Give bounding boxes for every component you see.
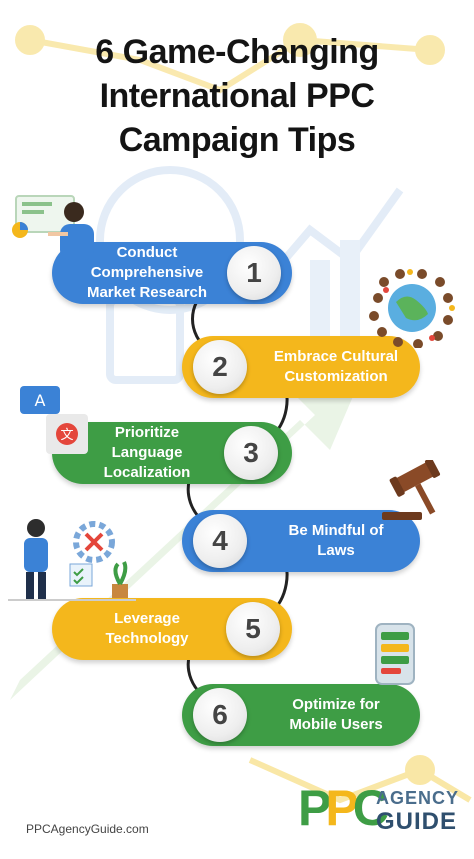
tip-3-text: Prioritize Language Localization	[72, 422, 222, 484]
market-research-illustration	[12, 195, 94, 260]
globe-people-illustration	[369, 269, 455, 348]
logo-agency-text: AGENCY	[376, 788, 460, 808]
tip-3-line1: Prioritize	[114, 424, 180, 441]
network-decoration-top	[15, 23, 445, 94]
tip-1-line2: Comprehensive	[90, 264, 204, 281]
title-line-2: International PPC	[99, 77, 375, 115]
translation-glyph-wen: 文	[60, 428, 73, 443]
mobile-phone-illustration	[375, 623, 415, 685]
tip-5-text: Leverage Technology	[72, 598, 222, 660]
title-line-3: Campaign Tips	[118, 121, 356, 159]
website-url: PPCAgencyGuide.com	[26, 822, 149, 836]
tip-1-line3: Market Research	[86, 284, 208, 301]
tip-6-line1: Optimize for	[292, 696, 380, 713]
ppc-agency-guide-logo: PPC AGENCY GUIDE	[298, 778, 458, 838]
tip-3-line3: Localization	[103, 464, 191, 481]
tip-6-number: 6	[193, 688, 247, 742]
gavel-icon	[382, 460, 441, 520]
network-decoration-bottom	[248, 755, 472, 804]
tip-2-number: 2	[193, 340, 247, 394]
tip-5-line2: Technology	[105, 630, 189, 647]
tip-1-number: 1	[227, 246, 281, 300]
infographic-title: 6 Game-Changing International PPC Campai…	[0, 30, 474, 162]
tip-4-text: Be Mindful of Laws	[256, 510, 416, 572]
tip-2-text: Embrace Cultural Customization	[256, 336, 416, 398]
tip-2-line2: Customization	[284, 368, 388, 385]
logo-guide-text: GUIDE	[376, 808, 458, 835]
logo-ppc-mark: PPC	[298, 780, 389, 836]
tip-1-line1: Conduct	[116, 244, 178, 261]
translation-illustration: A 文	[20, 386, 88, 454]
tip-5-line1: Leverage	[114, 610, 180, 627]
technology-illustration	[8, 519, 136, 601]
tip-6-text: Optimize for Mobile Users	[256, 684, 416, 746]
tip-4-number: 4	[193, 514, 247, 568]
tip-4-line1: Be Mindful of	[288, 522, 384, 539]
tip-2-line1: Embrace Cultural	[273, 348, 399, 365]
title-line-1: 6 Game-Changing	[95, 33, 379, 71]
tip-1-text: Conduct Comprehensive Market Research	[62, 242, 232, 304]
tip-4-line2: Laws	[317, 542, 355, 559]
tip-5-number: 5	[226, 602, 280, 656]
tip-6-line2: Mobile Users	[289, 716, 383, 733]
translation-glyph-a: A	[35, 391, 46, 410]
faded-arrow-decoration	[10, 380, 360, 700]
tip-3-number: 3	[224, 426, 278, 480]
tip-3-line2: Language	[111, 444, 183, 461]
